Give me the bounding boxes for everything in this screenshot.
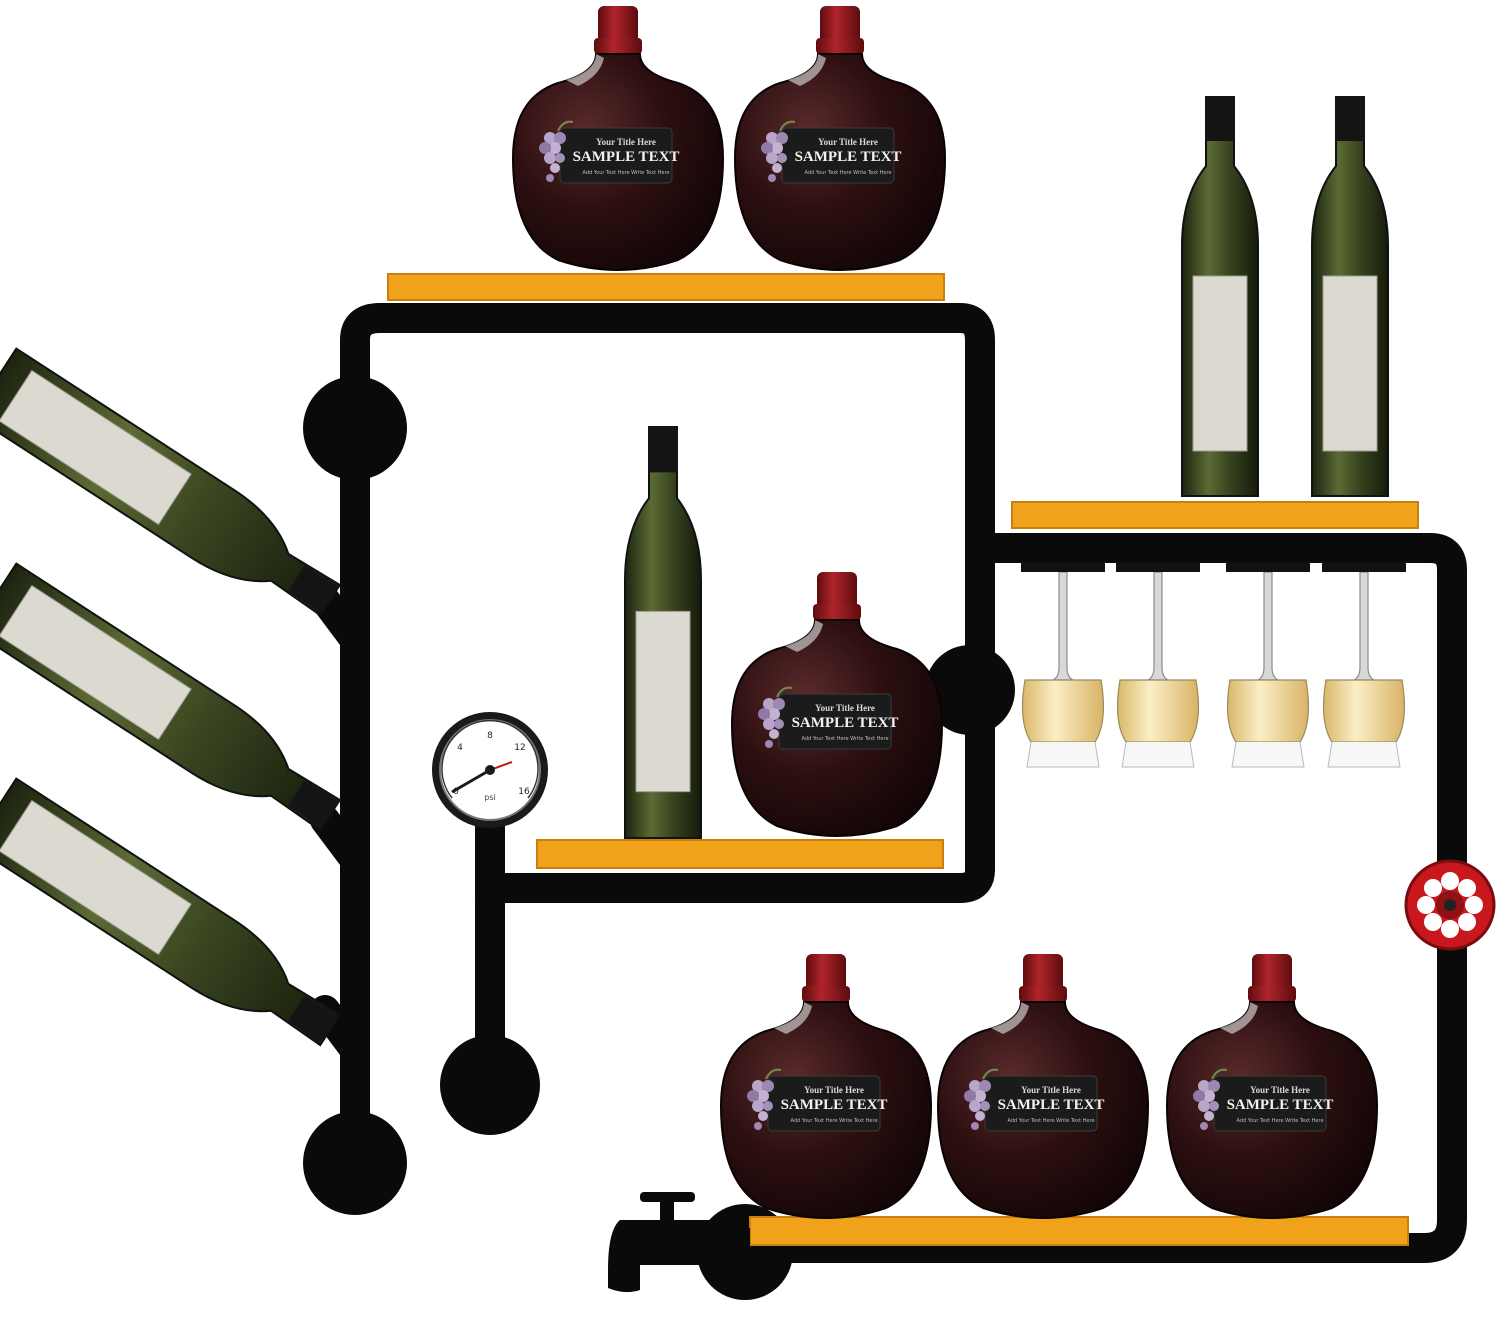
bottle-label-line3: Add Your Text Here Write Text Here — [1007, 1118, 1094, 1124]
bottle-label-line2: SAMPLE TEXT — [573, 149, 680, 165]
bottle-label-line2: SAMPLE TEXT — [1227, 1097, 1334, 1113]
wine-glass — [1321, 561, 1407, 768]
shelf-bottom — [749, 1216, 1409, 1246]
pipe-joint — [303, 376, 407, 480]
green-bottle — [623, 424, 703, 840]
round-bottle: Your Title Here SAMPLE TEXT Add Your Tex… — [1166, 953, 1378, 1219]
bottle-label-line3: Add Your Text Here Write Text Here — [801, 736, 888, 742]
gauge-tick: 8 — [487, 731, 493, 741]
wine-glass — [1020, 561, 1106, 768]
bottle-label-line3: Add Your Text Here Write Text Here — [582, 170, 669, 176]
round-bottle: Your Title Here SAMPLE TEXT Add Your Tex… — [937, 953, 1149, 1219]
bottle-label-line2: SAMPLE TEXT — [998, 1097, 1105, 1113]
pipe-joint — [925, 645, 1015, 735]
round-bottle: Your Title Here SAMPLE TEXT Add Your Tex… — [512, 5, 724, 271]
wine-glass — [1115, 561, 1201, 768]
bottle-label-line1: Your Title Here — [815, 703, 875, 713]
shelf-right-upper — [1011, 501, 1419, 529]
bottle-label-line2: SAMPLE TEXT — [781, 1097, 888, 1113]
wine-glass — [1225, 561, 1311, 768]
bottle-label-line3: Add Your Text Here Write Text Here — [1236, 1118, 1323, 1124]
bottle-label-line1: Your Title Here — [1021, 1085, 1081, 1095]
round-bottle: Your Title Here SAMPLE TEXT Add Your Tex… — [720, 953, 932, 1219]
pipe-joint — [303, 1111, 407, 1215]
bottle-label-line1: Your Title Here — [818, 137, 878, 147]
pressure-gauge-icon: 0 4 8 12 16 psi — [432, 712, 548, 828]
faucet-icon — [608, 1192, 750, 1293]
shelf-top — [387, 273, 945, 301]
bottle-label-line1: Your Title Here — [804, 1085, 864, 1095]
green-bottle — [1181, 95, 1259, 497]
shelf-middle — [536, 839, 944, 869]
gauge-tick: 12 — [514, 743, 525, 753]
bottle-label-line3: Add Your Text Here Write Text Here — [804, 170, 891, 176]
gauge-tick: 16 — [518, 787, 530, 797]
gauge-unit: psi — [484, 793, 495, 802]
valve-wheel-icon — [1404, 859, 1496, 951]
pipe-joint — [440, 1035, 540, 1135]
bottle-label-line1: Your Title Here — [1250, 1085, 1310, 1095]
gauge-tick: 0 — [453, 787, 459, 797]
bottle-label-line3: Add Your Text Here Write Text Here — [790, 1118, 877, 1124]
green-bottle — [1311, 95, 1389, 497]
bottle-label-line2: SAMPLE TEXT — [792, 715, 899, 731]
tilted-bottle — [0, 777, 353, 1065]
gauge-tick: 4 — [457, 743, 463, 753]
round-bottle: Your Title Here SAMPLE TEXT Add Your Tex… — [734, 5, 946, 271]
round-bottle: Your Title Here SAMPLE TEXT Add Your Tex… — [731, 571, 943, 837]
bottle-label-line1: Your Title Here — [596, 137, 656, 147]
bottle-label-line2: SAMPLE TEXT — [795, 149, 902, 165]
